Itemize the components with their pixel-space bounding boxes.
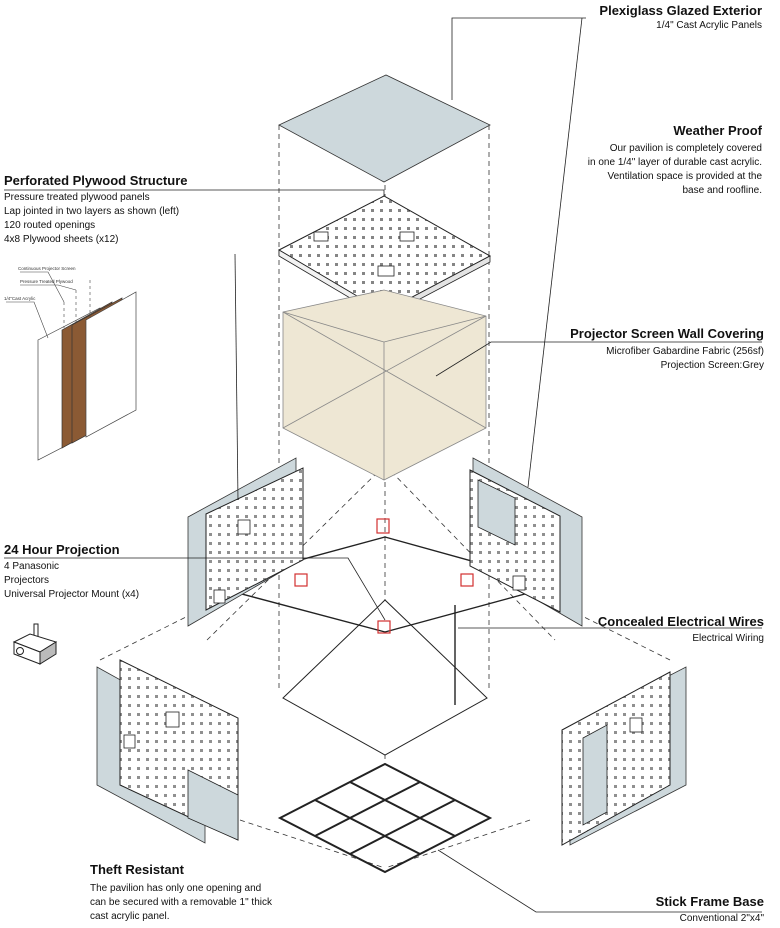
- screen-line-1: Microfiber Gabardine Fabric (256sf): [606, 346, 764, 357]
- base-title: Stick Frame Base: [655, 894, 764, 909]
- base-line-1: Conventional 2"x4": [679, 913, 764, 924]
- plywood-line-4: 4x8 Plywood sheets (x12): [4, 234, 119, 245]
- layer-label-screen: Continuous Projector Screen: [18, 266, 76, 271]
- weather-line-4: base and roofline.: [682, 185, 762, 196]
- left-upper-wall: [187, 457, 304, 627]
- left-lower-wall: [96, 659, 239, 844]
- plywood-line-3: 120 routed openings: [4, 220, 96, 231]
- screen-title: Projector Screen Wall Covering: [570, 326, 764, 341]
- plexiglass-title: Plexiglass Glazed Exterior: [599, 3, 762, 18]
- theft-label: Theft Resistant The pavilion has only on…: [90, 862, 272, 924]
- wall-layer-detail: [6, 271, 137, 461]
- base-label: Stick Frame Base Conventional 2"x4": [656, 894, 764, 926]
- plywood-line-2: Lap jointed in two layers as shown (left…: [4, 206, 180, 217]
- plywood-title: Perforated Plywood Structure: [4, 173, 188, 188]
- layer-label-acrylic: 1/4"Cast Acrylic: [4, 296, 36, 301]
- weather-line-1: Our pavilion is completely covered: [609, 143, 762, 154]
- screen-label: Projector Screen Wall Covering Microfibe…: [570, 326, 764, 373]
- projector-mounts: [294, 518, 474, 634]
- projector-icon: [12, 623, 58, 665]
- right-lower-wall: [561, 666, 687, 846]
- theft-line-1: The pavilion has only one opening and: [90, 883, 262, 894]
- weather-line-3: Ventilation space is provided at the: [607, 171, 762, 182]
- projector-screen-cube: [282, 289, 487, 481]
- plexiglass-label: Plexiglass Glazed Exterior 1/4" Cast Acr…: [599, 3, 762, 33]
- theft-title: Theft Resistant: [90, 862, 184, 877]
- acrylic-roof-panel: [278, 74, 491, 183]
- layer-label-plywood: Pressure Treated Plywood: [20, 279, 73, 284]
- wires-label: Concealed Electrical Wires Electrical Wi…: [598, 614, 764, 646]
- plexiglass-line-1: 1/4" Cast Acrylic Panels: [656, 20, 762, 31]
- projection-label: 24 Hour Projection 4 Panasonic Projector…: [4, 542, 139, 602]
- projection-line-3: Universal Projector Mount (x4): [4, 589, 140, 600]
- stick-frame-base: [277, 762, 493, 874]
- right-upper-wall: [469, 457, 583, 627]
- wires-line-1: Electrical Wiring: [692, 633, 764, 644]
- projection-title: 24 Hour Projection: [4, 542, 120, 557]
- projection-line-2: Projectors: [4, 575, 50, 586]
- screen-line-2: Projection Screen:Grey: [660, 360, 764, 371]
- theft-line-3: cast acrylic panel.: [90, 911, 170, 922]
- theft-line-2: can be secured with a removable 1" thick: [90, 897, 272, 908]
- plywood-label: Perforated Plywood Structure Pressure tr…: [4, 173, 187, 247]
- projection-line-1: 4 Panasonic: [4, 561, 60, 572]
- floor-square: [282, 599, 488, 756]
- weather-label: Weather Proof Our pavilion is completely…: [588, 123, 762, 198]
- leader-lines: [4, 17, 762, 913]
- weather-line-2: in one 1/4" layer of durable cast acryli…: [587, 157, 762, 168]
- wires-title: Concealed Electrical Wires: [597, 614, 764, 629]
- plywood-line-1: Pressure treated plywood panels: [4, 192, 150, 203]
- weather-title: Weather Proof: [673, 123, 762, 138]
